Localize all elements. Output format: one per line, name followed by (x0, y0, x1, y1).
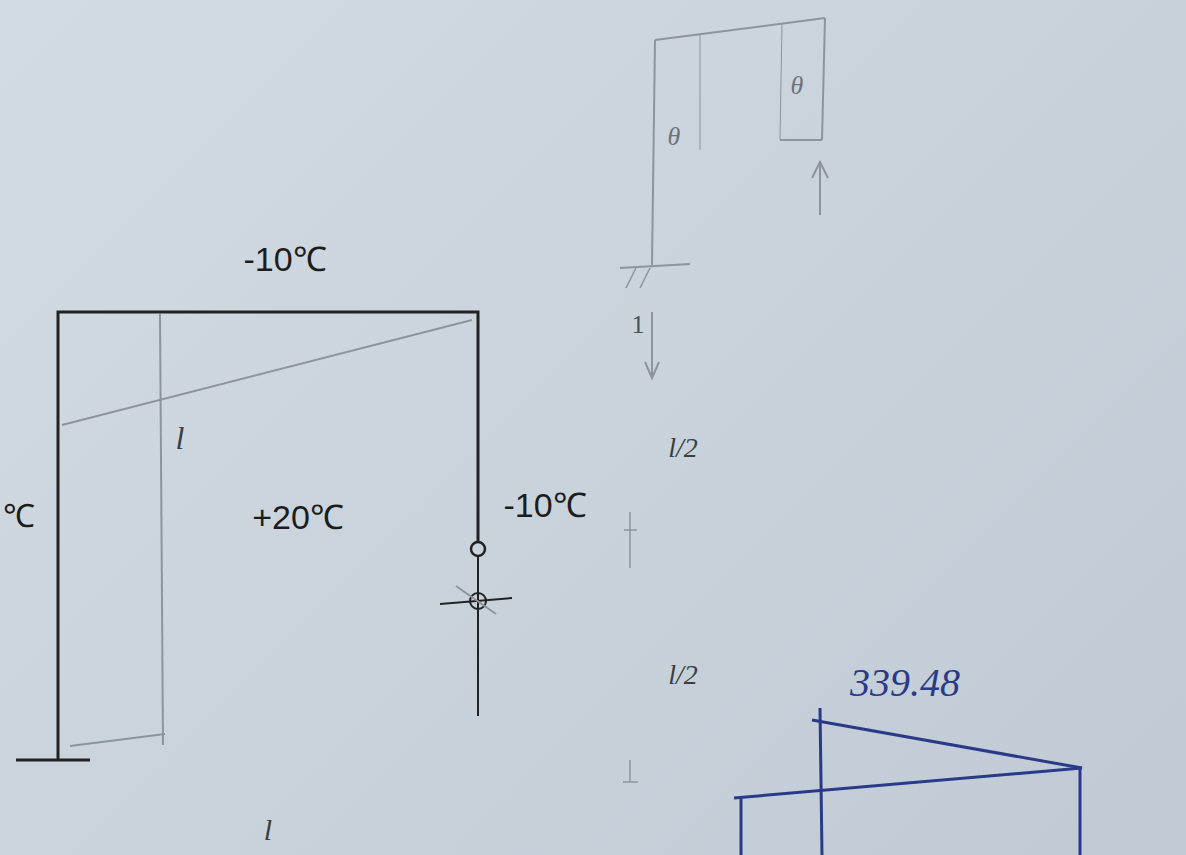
frame-member (58, 312, 478, 760)
pencil-line (652, 40, 655, 265)
diagram-line (1079, 768, 1082, 855)
frame-member (477, 556, 479, 716)
temperature-label: -10℃ (503, 488, 586, 522)
pencil-line (822, 18, 825, 140)
pencil-line (700, 35, 701, 150)
pencil-line (780, 139, 822, 141)
fixed-support (16, 759, 90, 762)
moment-diagram (734, 708, 1082, 855)
diagram-line (740, 798, 743, 855)
pencil-line (160, 314, 163, 745)
moment-value: 339.48 (850, 663, 960, 703)
force-arrow (651, 312, 653, 378)
dimension-tick (624, 529, 637, 531)
arrow-head (645, 362, 659, 378)
pencil-line (655, 18, 825, 40)
support-base (620, 264, 690, 268)
force-arrow (819, 162, 821, 215)
dimension-label: l/2 (668, 661, 698, 689)
temperature-label: -10℃ (243, 242, 326, 276)
frame-structure (16, 312, 512, 760)
pencil-line (70, 734, 165, 746)
dimension-tick (629, 512, 631, 568)
dimension-tick (629, 760, 631, 782)
diagram-line (820, 708, 822, 855)
hinge (471, 542, 485, 556)
temperature-label: +20℃ (252, 500, 344, 534)
support-hatch (456, 586, 496, 614)
support-hatch (640, 268, 650, 288)
support-hatch (626, 268, 636, 288)
dimension-label: l/2 (668, 434, 698, 462)
diagram-line (734, 768, 1082, 798)
length-label: l (264, 815, 272, 845)
dimension-tick (623, 781, 638, 783)
diagram-line (812, 720, 1082, 768)
arrow-head (812, 162, 828, 178)
load-label: 1 (632, 312, 645, 338)
pencil-line (62, 320, 472, 425)
angle-label: θ (791, 73, 804, 99)
pencil-sketch (62, 18, 828, 782)
angle-label: θ (668, 124, 681, 150)
length-label: l (176, 422, 185, 454)
pencil-line (780, 24, 782, 140)
temperature-label: ℃ (3, 500, 35, 532)
